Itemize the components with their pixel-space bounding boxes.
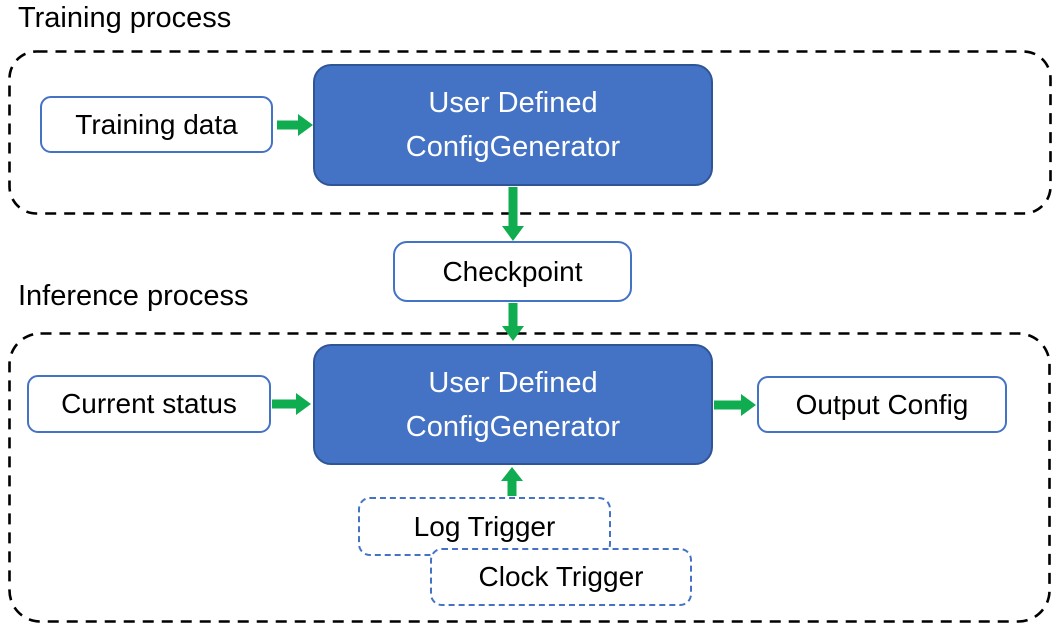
- training-config-generator-line1: User Defined: [428, 87, 598, 119]
- checkpoint-box: Checkpoint: [393, 241, 632, 302]
- training-data-to-generator-arrow: [277, 114, 313, 136]
- training-data-box-label: Training data: [75, 108, 238, 140]
- log-trigger-box-label: Log Trigger: [413, 510, 556, 542]
- clock-trigger-box-label: Clock Trigger: [478, 561, 644, 592]
- inference-config-generator-box: User Defined ConfigGenerator: [313, 344, 713, 465]
- current-status-box-label: Current status: [61, 388, 237, 419]
- training-process-container-border: [8, 50, 1052, 215]
- current-status-to-generator-arrow: [272, 393, 311, 415]
- generator-to-output-config-arrow: [714, 394, 756, 416]
- checkpoint-box-label: Checkpoint: [442, 255, 583, 287]
- triggers-to-generator-arrow: [501, 467, 523, 496]
- training-config-generator-line2: ConfigGenerator: [405, 131, 621, 163]
- inference-process-label: Inference process: [18, 280, 249, 312]
- checkpoint-to-inference-generator-arrow: [502, 303, 524, 341]
- clock-trigger-box: Clock Trigger: [430, 548, 692, 606]
- current-status-box: Current status: [27, 375, 271, 433]
- inference-config-generator-line1: User Defined: [428, 366, 598, 399]
- inference-process-container-border: [8, 332, 1051, 623]
- generator-to-checkpoint-arrow: [502, 187, 524, 241]
- output-config-box-label: Output Config: [795, 388, 969, 420]
- training-process-label: Training process: [18, 2, 232, 34]
- training-data-box: Training data: [40, 96, 273, 153]
- inference-config-generator-line2: ConfigGenerator: [405, 410, 621, 443]
- log-trigger-box: Log Trigger: [358, 497, 611, 556]
- training-config-generator-box: User Defined ConfigGenerator: [313, 64, 713, 186]
- output-config-box: Output Config: [757, 376, 1007, 433]
